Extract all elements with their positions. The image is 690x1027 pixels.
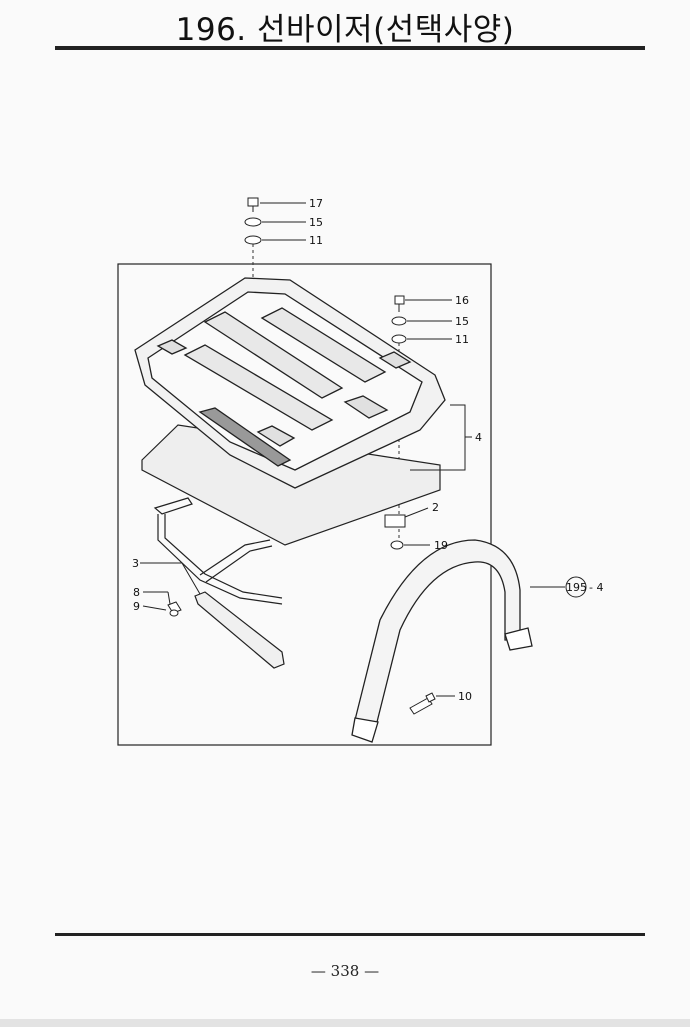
- callout-4: 4: [475, 431, 482, 444]
- callout-16: 16: [455, 294, 469, 307]
- washer-15-top: [244, 217, 262, 227]
- callout-195-circle: [565, 576, 587, 598]
- diagram-frame: [117, 263, 492, 746]
- washer-11-top: [244, 235, 262, 245]
- bracket-2: [384, 514, 406, 528]
- bolt-10: [409, 692, 436, 715]
- page-title: 196. 선바이저(선택사양): [175, 12, 515, 48]
- page-number: — 338 —: [310, 962, 380, 980]
- bolt-17: [247, 197, 259, 212]
- bracket-3: [194, 591, 285, 669]
- callout-195: 195: [566, 581, 587, 594]
- callout-15-top: 15: [309, 216, 323, 229]
- nut-9: [169, 609, 179, 617]
- washer-15-right: [391, 316, 407, 326]
- callout-19: 19: [434, 539, 448, 552]
- support-frame: [153, 497, 283, 605]
- nut-19: [390, 540, 404, 550]
- footer-rule: [55, 933, 645, 936]
- rollbar-arch: [351, 539, 533, 743]
- callout-17: 17: [309, 197, 323, 210]
- callout-8: 8: [133, 586, 140, 599]
- header-rule: [55, 46, 645, 50]
- callout-195-suffix: - 4: [589, 581, 603, 594]
- callout-9: 9: [133, 600, 140, 613]
- callout-11-right: 11: [455, 333, 469, 346]
- scan-edge: [0, 1019, 690, 1027]
- callout-11-top: 11: [309, 234, 323, 247]
- callout-10: 10: [458, 690, 472, 703]
- callout-15-right: 15: [455, 315, 469, 328]
- washer-11-right: [391, 334, 407, 344]
- callout-3: 3: [132, 557, 139, 570]
- bolt-16: [394, 295, 405, 312]
- callout-2: 2: [432, 501, 439, 514]
- sunvisor-panel: [134, 277, 446, 489]
